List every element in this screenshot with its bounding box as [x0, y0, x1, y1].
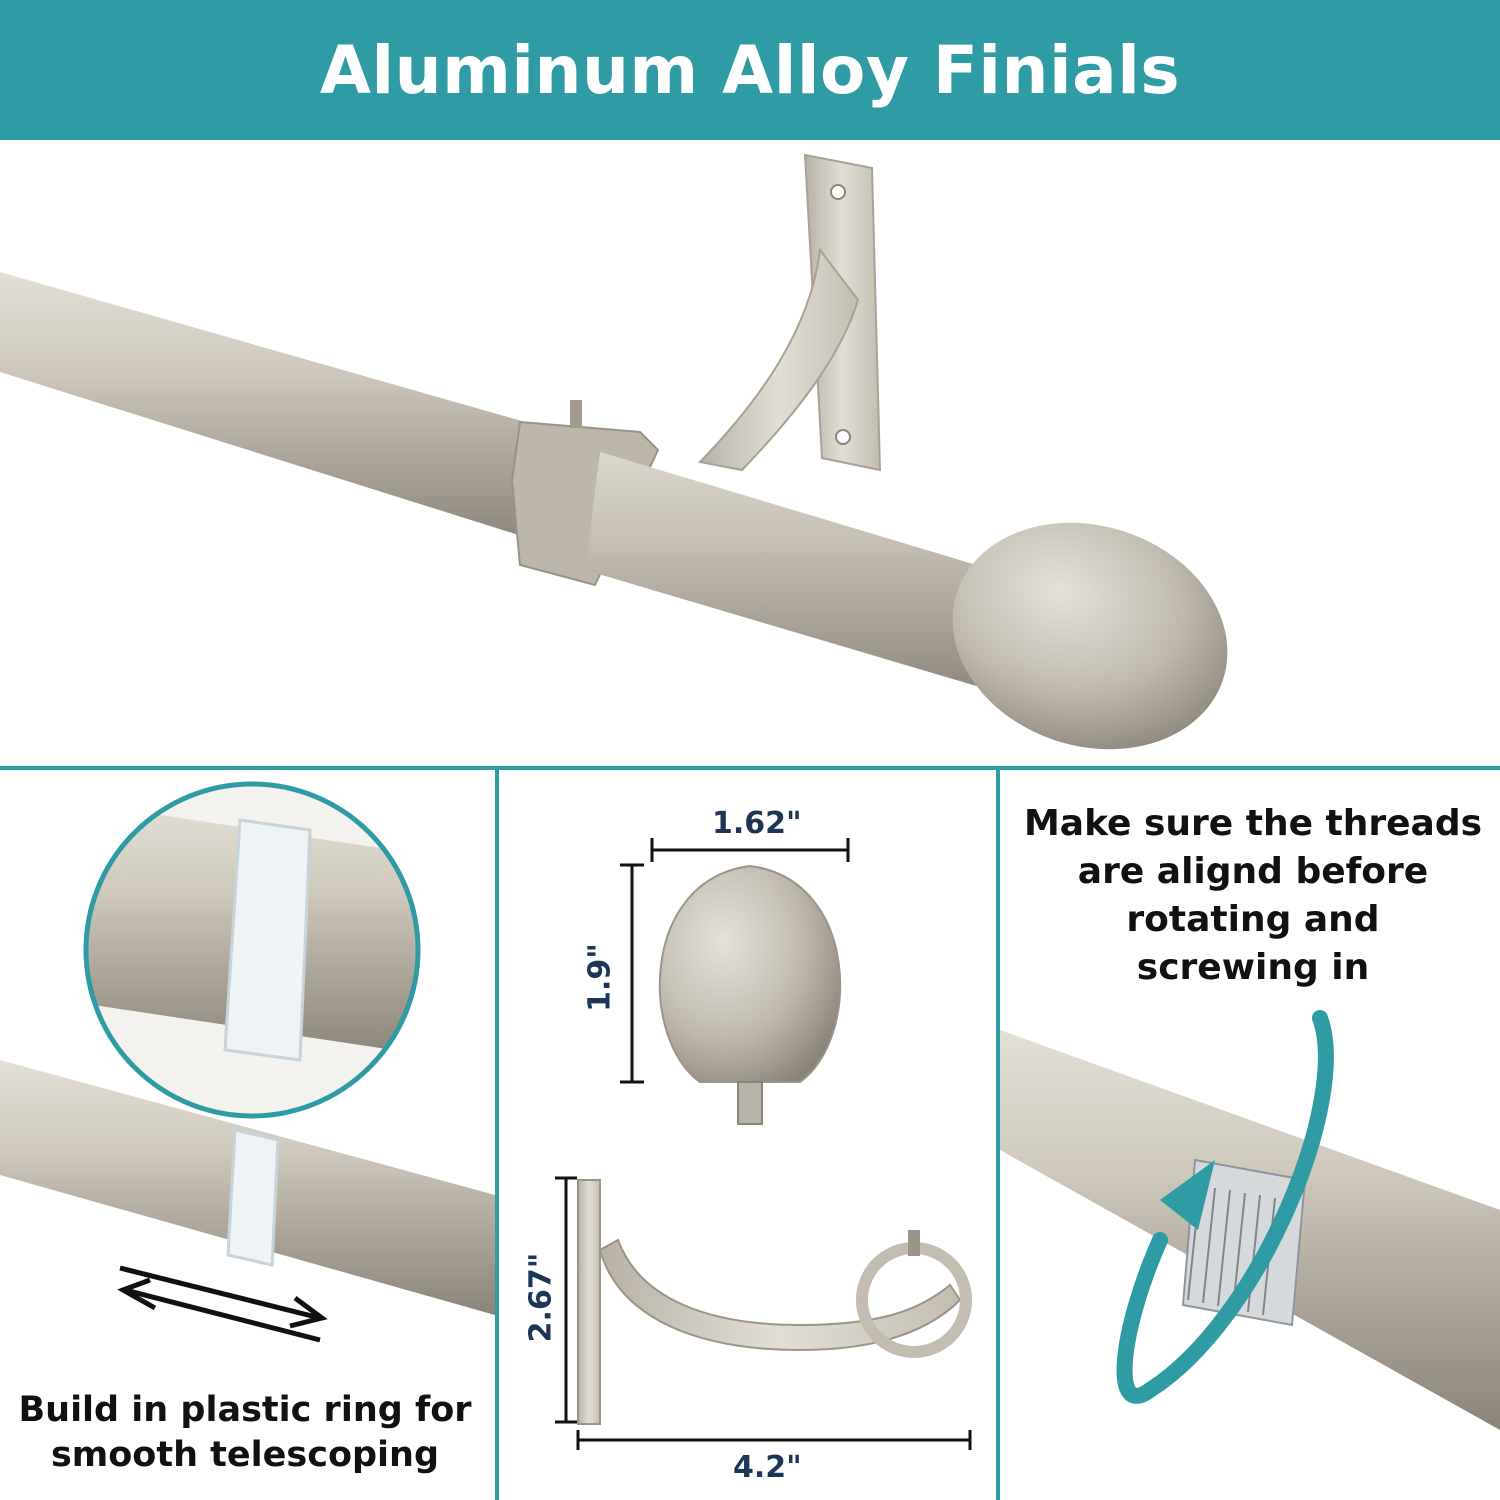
bracket-set-screw	[908, 1230, 920, 1256]
page-title: Aluminum Alloy Finials	[319, 31, 1181, 109]
left-caption: Build in plastic ring for smooth telesco…	[0, 1388, 490, 1478]
collar-set-screw	[570, 400, 582, 428]
left-caption-line2: smooth telescoping	[50, 1435, 440, 1475]
bracket-plate	[577, 1179, 601, 1425]
plastic-ring	[226, 1128, 280, 1267]
egg-finial	[952, 522, 1228, 750]
finial-thread-stud	[737, 1081, 763, 1125]
right-caption: Make sure the threads are alignd before …	[1006, 800, 1500, 992]
finial-width-label: 1.62"	[712, 806, 802, 841]
left-caption-line1: Build in plastic ring for	[18, 1390, 472, 1430]
bracket-width-label: 4.2"	[733, 1450, 802, 1485]
zoom-circle-border	[83, 781, 421, 1119]
bracket-arm-side	[598, 1238, 962, 1352]
finial-height-label: 1.9"	[582, 943, 618, 1012]
right-caption-line2: are alignd before	[1077, 851, 1429, 892]
screw-hole-icon	[830, 184, 846, 200]
right-caption-line3: rotating and	[1126, 899, 1380, 940]
hero-rod-assembly	[0, 153, 1228, 750]
rod-small-section	[585, 452, 1000, 690]
right-panel-illustration	[1000, 1010, 1500, 1430]
telescope-arrows-icon	[117, 1265, 328, 1343]
right-caption-line1: Make sure the threads	[1023, 803, 1483, 844]
finial-front-view	[658, 864, 842, 1083]
screw-hole-icon	[835, 429, 851, 445]
bracket-height-label: 2.67"	[523, 1252, 559, 1343]
bracket-arm	[697, 247, 860, 472]
rod-large-section	[0, 272, 560, 548]
title-banner: Aluminum Alloy Finials	[0, 0, 1500, 140]
arrow-head-icon	[1160, 1160, 1215, 1230]
rotate-arrow-icon	[1116, 1010, 1334, 1404]
middle-panel-illustration	[555, 838, 972, 1450]
left-panel-illustration	[0, 781, 495, 1343]
right-caption-line4: screwing in	[1136, 947, 1370, 988]
